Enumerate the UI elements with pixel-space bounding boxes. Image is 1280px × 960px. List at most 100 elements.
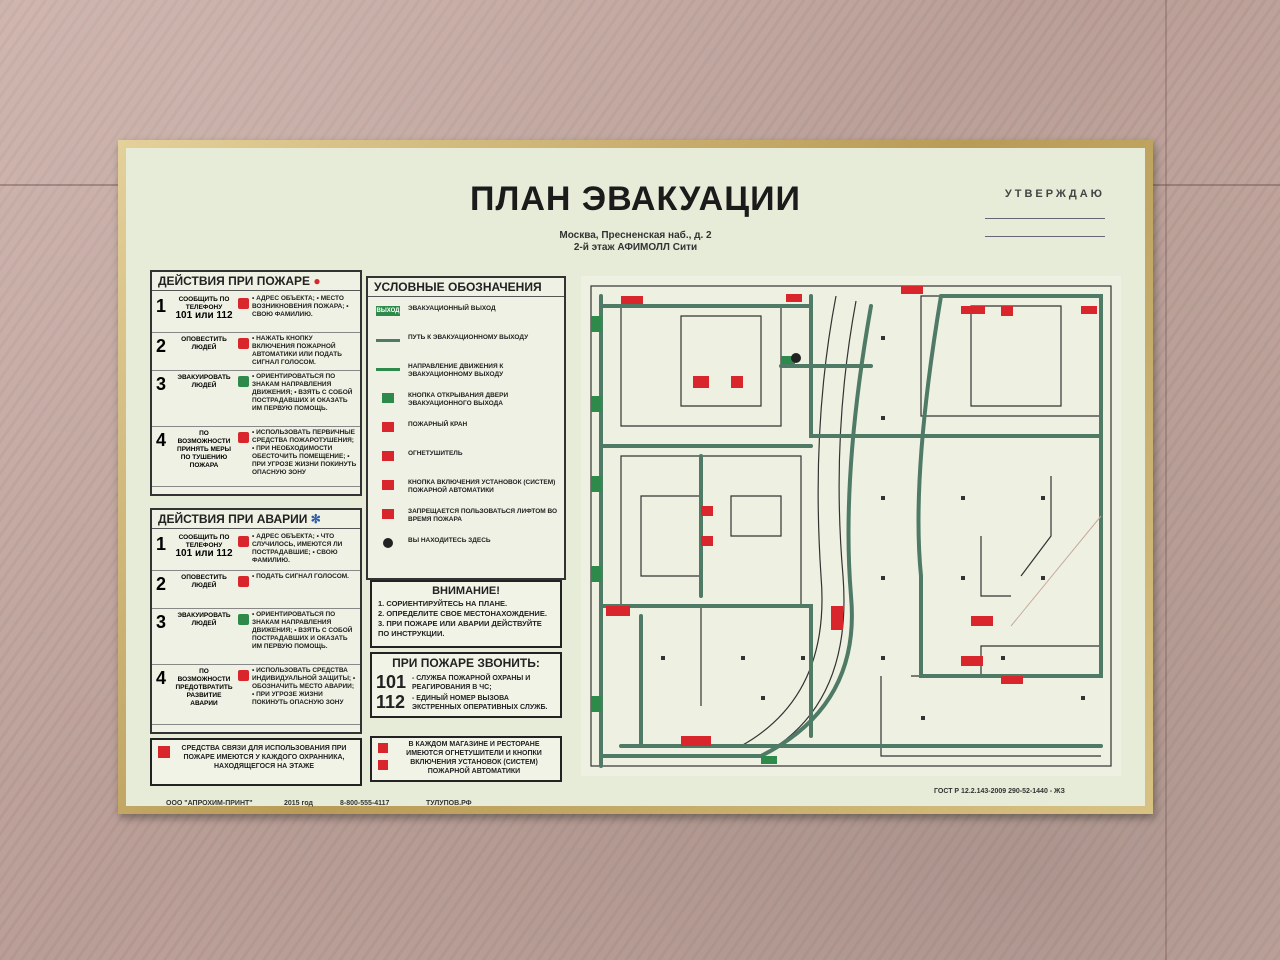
fire-icon: ● <box>313 274 321 288</box>
step-icon <box>238 338 249 349</box>
footer-gost: ГОСТ Р 12.2.143-2009 290-52-1440 - ЖЗ <box>934 788 1065 795</box>
step-action: ЭВАКУИРОВАТЬ ЛЮДЕЙ <box>177 374 231 389</box>
legend-label: ВЫ НАХОДИТЕСЬ ЗДЕСЬ <box>408 537 491 544</box>
exit-signs <box>591 316 795 764</box>
step-description: • АДРЕС ОБЪЕКТА; • ЧТО СЛУЧИЛОСЬ, ИМЕЮТС… <box>252 533 343 564</box>
legend-label: КНОПКА ОТКРЫВАНИЯ ДВЕРИ ЭВАКУАЦИОННОГО В… <box>408 392 509 407</box>
step-description: • ИСПОЛЬЗОВАТЬ ПЕРВИЧНЫЕ СРЕДСТВА ПОЖАРО… <box>252 429 357 476</box>
footer-site: ТУЛУПОВ.РФ <box>426 800 472 807</box>
call-text-101: - СЛУЖБА ПОЖАРНОЙ ОХРАНЫ И РЕАГИРОВАНИЯ … <box>412 675 531 691</box>
attention-box: ВНИМАНИЕ! 1. СОРИЕНТИРУЙТЕСЬ НА ПЛАНЕ.2.… <box>370 580 562 648</box>
comms-box: СРЕДСТВА СВЯЗИ ДЛЯ ИСПОЛЬЗОВАНИЯ ПРИ ПОЖ… <box>150 738 362 786</box>
legend-label: ЭВАКУАЦИОННЫЙ ВЫХОД <box>408 305 496 312</box>
legend-symbol-icon: ВЫХОД <box>376 306 400 316</box>
step-action: ЭВАКУИРОВАТЬ ЛЮДЕЙ <box>177 612 231 627</box>
legend-symbol-icon <box>382 509 394 519</box>
floor-map <box>581 276 1121 776</box>
call-box: ПРИ ПОЖАРЕ ЗВОНИТЬ: 101 - СЛУЖБА ПОЖАРНО… <box>370 652 562 718</box>
step-action: ПО ВОЗМОЖНОСТИ ПРИНЯТЬ МЕРЫ ПО ТУШЕНИЮ П… <box>177 430 231 469</box>
step-icon <box>238 670 249 681</box>
step-description: • НАЖАТЬ КНОПКУ ВКЛЮЧЕНИЯ ПОЖАРНОЙ АВТОМ… <box>252 335 342 366</box>
step-description: • ОРИЕНТИРОВАТЬСЯ ПО ЗНАКАМ НАПРАВЛЕНИЯ … <box>252 611 353 650</box>
call-number-112: 112 <box>376 692 406 712</box>
plan-frame: ПЛАН ЭВАКУАЦИИ Москва, Пресненская наб.,… <box>118 140 1153 814</box>
fire-equipment-markers <box>606 286 1097 746</box>
step-action: ОПОВЕСТИТЬ ЛЮДЕЙ <box>181 336 227 351</box>
attention-line: 3. ПРИ ПОЖАРЕ ИЛИ АВАРИИ ДЕЙСТВУЙТЕ ПО И… <box>378 619 542 638</box>
step-number: 2 <box>156 574 167 594</box>
stair-line <box>1010 515 1102 627</box>
evacuation-plan-board: ПЛАН ЭВАКУАЦИИ Москва, Пресненская наб.,… <box>126 148 1145 807</box>
alarm-button-icon <box>378 760 388 770</box>
step-icon <box>238 614 249 625</box>
approve-signature-line <box>985 206 1105 219</box>
legend-item: ЗАПРЕЩАЕТСЯ ПОЛЬЗОВАТЬСЯ ЛИФТОМ ВО ВРЕМЯ… <box>376 507 558 523</box>
legend-item: ОГНЕТУШИТЕЛЬ <box>376 449 558 465</box>
call-number-101: 101 <box>376 672 407 692</box>
accident-step-3: 3 ЭВАКУИРОВАТЬ ЛЮДЕЙ • ОРИЕНТИРОВАТЬСЯ ПО … <box>152 608 360 665</box>
step-description: • ИСПОЛЬЗОВАТЬ СРЕДСТВА ИНДИВИДУАЛЬНОЙ З… <box>252 667 356 706</box>
legend-item: ПОЖАРНЫЙ КРАН <box>376 420 558 436</box>
step-number: 4 <box>156 430 167 450</box>
attention-line: 1. СОРИЕНТИРУЙТЕСЬ НА ПЛАНЕ. <box>378 599 508 608</box>
legend-label: ОГНЕТУШИТЕЛЬ <box>408 450 463 457</box>
footer-year: 2015 год <box>284 800 313 807</box>
step-number: 1 <box>156 296 167 316</box>
step-icon <box>238 298 249 309</box>
legend-label: КНОПКА ВКЛЮЧЕНИЯ УСТАНОВОК (СИСТЕМ) ПОЖА… <box>408 479 556 494</box>
call-header: ПРИ ПОЖАРЕ ЗВОНИТЬ: <box>392 656 540 670</box>
legend-label: ПУТЬ К ЭВАКУАЦИОННОМУ ВЫХОДУ <box>408 334 529 341</box>
legend-item: НАПРАВЛЕНИЕ ДВИЖЕНИЯ К ЭВАКУАЦИОННОМУ ВЫ… <box>376 362 558 378</box>
step-icon <box>238 432 249 443</box>
wall-seam <box>1165 0 1167 960</box>
attention-header: ВНИМАНИЕ! <box>432 585 500 597</box>
map-background <box>581 276 1121 776</box>
fire-step-2: 2 ОПОВЕСТИТЬ ЛЮДЕЙ • НАЖАТЬ КНОПКУ ВКЛЮЧЕН… <box>152 332 360 371</box>
step-icon <box>238 576 249 587</box>
step-icon <box>238 536 249 547</box>
step-number: 4 <box>156 668 167 688</box>
step-action: ПО ВОЗМОЖНОСТИ ПРЕДОТВРАТИТЬ РАЗВИТИЕ АВ… <box>175 668 233 707</box>
shops-box: В КАЖДОМ МАГАЗИНЕ И РЕСТОРАНЕ ИМЕЮТСЯ ОГ… <box>370 736 562 782</box>
attention-lines: 1. СОРИЕНТИРУЙТЕСЬ НА ПЛАНЕ.2. ОПРЕДЕЛИТ… <box>372 597 560 641</box>
accident-icon: ✻ <box>310 512 321 526</box>
phone-icon <box>158 746 170 758</box>
plan-title: ПЛАН ЭВАКУАЦИИ <box>470 180 801 218</box>
call-text-112: - ЕДИНЫЙ НОМЕР ВЫЗОВА ЭКСТРЕННЫХ ОПЕРАТИ… <box>412 695 548 711</box>
accident-step-4: 4 ПО ВОЗМОЖНОСТИ ПРЕДОТВРАТИТЬ РАЗВИТИЕ А… <box>152 664 360 725</box>
floor-label: 2-й этаж АФИМОЛЛ Сити <box>573 242 698 253</box>
legend-item: ПУТЬ К ЭВАКУАЦИОННОМУ ВЫХОДУ <box>376 333 558 349</box>
step-number: 2 <box>156 336 167 356</box>
attention-line: 2. ОПРЕДЕЛИТЕ СВОЕ МЕСТОНАХОЖДЕНИЕ. <box>378 609 547 618</box>
address: Москва, Пресненская наб., д. 2 <box>559 230 712 241</box>
legend-label: ЗАПРЕЩАЕТСЯ ПОЛЬЗОВАТЬСЯ ЛИФТОМ ВО ВРЕМЯ… <box>408 508 558 523</box>
legend-item: ВЫХОД ЭВАКУАЦИОННЫЙ ВЫХОД <box>376 304 558 320</box>
legend-header: УСЛОВНЫЕ ОБОЗНАЧЕНИЯ <box>368 278 564 297</box>
step-action: ОПОВЕСТИТЬ ЛЮДЕЙ <box>181 574 227 589</box>
legend-label: ПОЖАРНЫЙ КРАН <box>408 421 468 428</box>
legend-symbol-icon <box>376 339 400 342</box>
step-icon <box>238 376 249 387</box>
footer-phone: 8-800-555-4117 <box>340 800 390 807</box>
approve-date-line <box>985 224 1105 237</box>
step-number: 3 <box>156 612 167 632</box>
fire-step-4: 4 ПО ВОЗМОЖНОСТИ ПРИНЯТЬ МЕРЫ ПО ТУШЕНИЮ … <box>152 426 360 487</box>
legend-symbol-icon <box>382 480 394 490</box>
legend-box: УСЛОВНЫЕ ОБОЗНАЧЕНИЯ ВЫХОД ЭВАКУАЦИОННЫЙ … <box>366 276 566 580</box>
step-description: • ОРИЕНТИРОВАТЬСЯ ПО ЗНАКАМ НАПРАВЛЕНИЯ … <box>252 373 353 412</box>
legend-label: НАПРАВЛЕНИЕ ДВИЖЕНИЯ К ЭВАКУАЦИОННОМУ ВЫ… <box>408 363 504 378</box>
legend-symbol-icon <box>382 393 394 403</box>
footer-company: ООО "АПРОХИМ-ПРИНТ" <box>166 800 253 807</box>
evacuation-routes <box>599 294 1103 768</box>
accident-actions-header: ДЕЙСТВИЯ ПРИ АВАРИИ ✻ <box>152 510 360 529</box>
legend-symbol-icon <box>382 451 394 461</box>
map-columns <box>661 336 1085 720</box>
